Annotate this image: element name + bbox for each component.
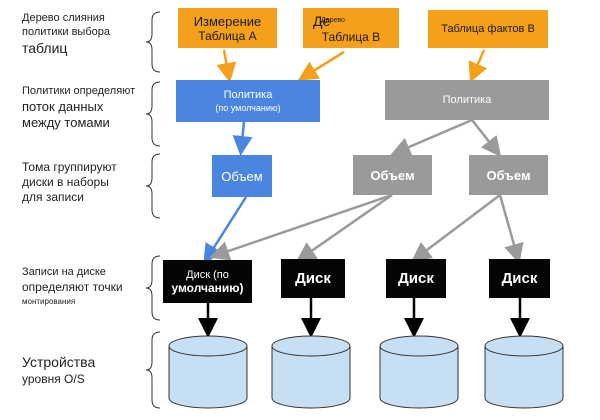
- volume-default: Объем: [212, 155, 272, 197]
- arrow-policy-to-volume-default: [232, 121, 253, 156]
- arrow-volume2-to-disk-default: [209, 193, 393, 261]
- label-disk-entries-mount-points: Записи на диске определяют точки монтиро…: [22, 266, 123, 307]
- policy-other-title: Политика: [442, 94, 492, 106]
- bracket-row4: [145, 255, 161, 321]
- label-line: определяют точки: [22, 279, 123, 294]
- label-table-policy-merge-tree: Дерево слияния политики выбора таблиц: [22, 12, 110, 57]
- arrow-table-a-to-policy: [216, 49, 237, 83]
- bracket-row2: [145, 81, 161, 147]
- label-volumes-group-disks: Тома группируют диски в наборы для запис…: [22, 160, 117, 205]
- label-line: Тома группируют: [22, 160, 117, 174]
- policy-other: Политика: [385, 80, 549, 120]
- section-brackets: [145, 11, 161, 409]
- policy-default-subtitle: (по умолчанию): [215, 103, 281, 113]
- disk-3: Диск: [386, 259, 446, 298]
- table-dimension-a: Измерение Таблица A: [178, 8, 277, 48]
- label-line: Записи на диске: [22, 266, 106, 278]
- label-line: для записи: [22, 190, 84, 204]
- volume-2: Объем: [353, 155, 432, 195]
- volume-label: Объем: [486, 167, 531, 183]
- disk-default-line: Диск (по: [186, 268, 229, 281]
- device-cylinder-2: [271, 335, 351, 409]
- bracket-row1: [145, 11, 161, 73]
- label-line: политики выбора: [22, 25, 110, 38]
- table-a-title: Измерение: [193, 13, 262, 29]
- disk-4: Диск: [489, 259, 550, 298]
- label-policies-data-flow: Политики определяют поток данных между т…: [22, 85, 135, 131]
- label-line: монтирования: [22, 296, 76, 306]
- table-b: Де Дерево Таблица B: [303, 8, 399, 48]
- policy-default: Политика (по умолчанию): [176, 80, 320, 122]
- disk-default-line: умолчанию): [171, 280, 244, 295]
- table-b-overlay-text: Де Дерево: [303, 13, 399, 30]
- volume-label: Объем: [221, 168, 263, 184]
- device-cylinder-4: [484, 335, 564, 409]
- arrow-volume2-to-disk2: [295, 193, 393, 262]
- table-facts-b: Таблица фактов B: [428, 10, 548, 48]
- policy-default-title: Политика: [223, 89, 273, 101]
- arrow-volume3-to-disk4: [498, 194, 524, 264]
- table-b-name: Таблица B: [321, 29, 381, 44]
- arrow-table-b-to-policy: [297, 50, 345, 81]
- label-os-devices: Устройства уровня O/S: [22, 354, 95, 387]
- volume-label: Объем: [370, 167, 415, 183]
- table-a-name: Таблица A: [198, 28, 257, 43]
- arrow-facts-to-policy: [468, 49, 488, 83]
- label-line: Политики определяют: [22, 85, 136, 97]
- label-line: Устройства: [22, 354, 96, 370]
- table-b-small: Дерево: [321, 16, 345, 24]
- volume-3: Объем: [469, 155, 548, 195]
- disk-label: Диск: [295, 270, 331, 287]
- bracket-row5: [145, 331, 161, 409]
- arrow-policy-to-volume-3: [471, 119, 502, 157]
- label-line: диски в наборы: [22, 175, 109, 189]
- label-line: между томами: [22, 115, 110, 130]
- disk-label: Диск: [398, 270, 434, 287]
- device-cylinder-1: [168, 335, 248, 409]
- device-cylinder-3: [379, 335, 459, 409]
- disk-2: Диск: [281, 259, 345, 298]
- arrow-volume3-to-disk3: [411, 194, 501, 263]
- disk-default: Диск (по умолчанию): [163, 260, 252, 303]
- label-line: поток данных: [22, 98, 104, 114]
- bracket-row3: [145, 153, 161, 219]
- arrow-policy-to-volume-2: [390, 118, 473, 157]
- disk-label: Диск: [501, 270, 538, 287]
- label-line: таблиц: [22, 39, 68, 56]
- label-line: уровня O/S: [22, 371, 85, 386]
- table-facts-name: Таблица фактов B: [441, 23, 535, 35]
- arrow-volume-default-to-disk: [203, 196, 248, 265]
- label-line: Дерево слияния: [22, 12, 105, 24]
- table-b-overlay: Де: [313, 12, 331, 29]
